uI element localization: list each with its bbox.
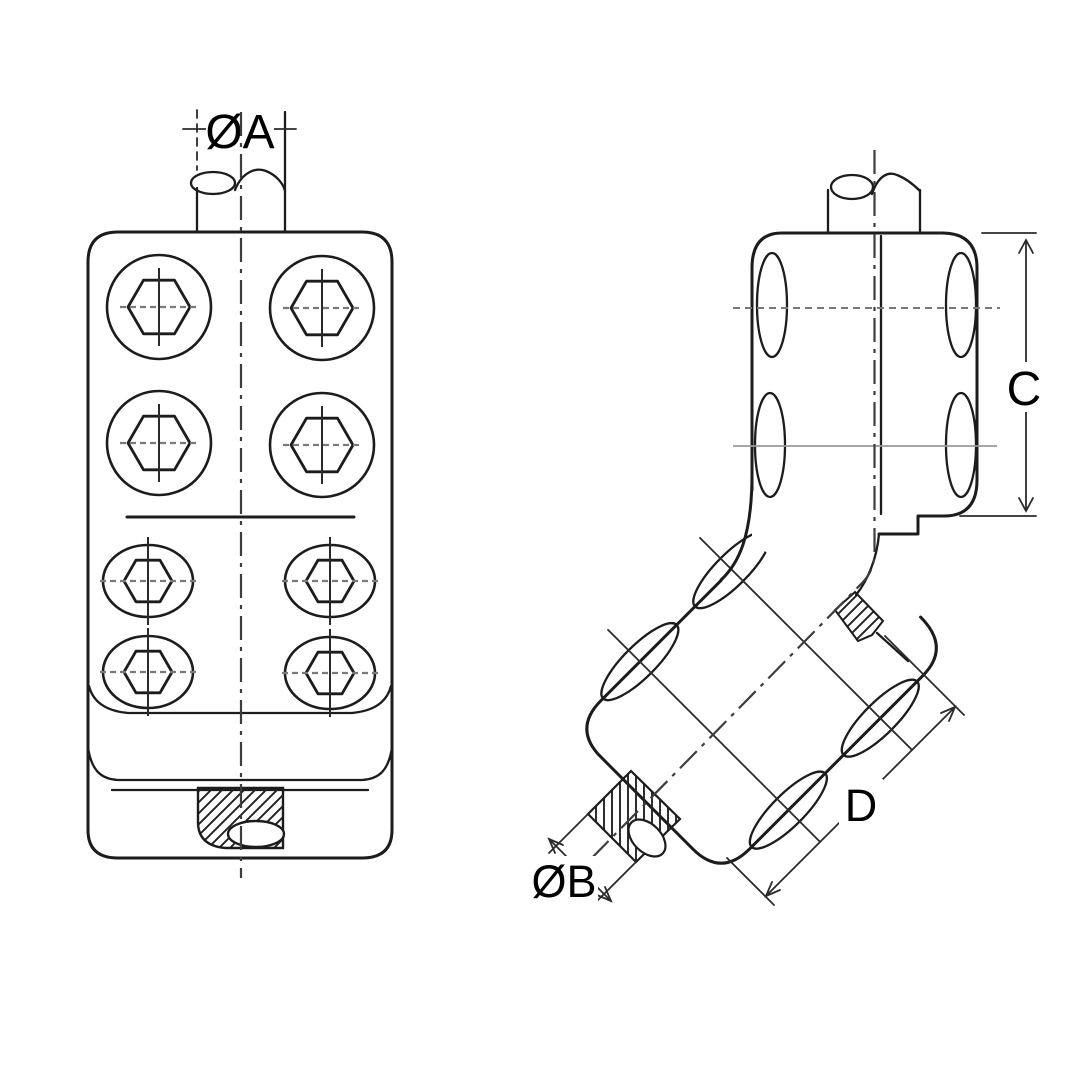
dimension-a: ØA	[182, 106, 297, 171]
side-conductor-end-face	[627, 818, 667, 858]
side-bend-inner-curve	[854, 532, 881, 597]
dimension-d: D	[726, 635, 965, 906]
dimension-label-d: D	[845, 780, 878, 831]
hex-bolt-large	[268, 254, 376, 362]
hex-bolt-large	[105, 253, 213, 361]
side-centerline	[579, 150, 876, 871]
side-view: C D ØB	[528, 150, 1046, 907]
side-slot	[753, 391, 787, 499]
hex-bolt-large	[268, 391, 376, 499]
dimension-label-c: C	[1007, 363, 1042, 416]
front-conductor-stub	[189, 110, 287, 234]
side-angled-section	[585, 530, 938, 865]
side-slot	[944, 391, 978, 499]
front-cap-seam-curve	[86, 746, 394, 782]
hex-bolt-large	[105, 389, 213, 497]
side-conductor-stub	[826, 172, 922, 234]
front-view: ØA	[86, 106, 394, 878]
side-bend-corner-edge	[875, 631, 910, 663]
dimension-b: ØB	[528, 813, 637, 907]
dimension-c: C	[959, 232, 1046, 517]
side-slot	[755, 251, 789, 359]
side-upper-body-fill	[752, 233, 977, 612]
front-conductor-end-face	[226, 819, 286, 849]
side-upper-body-outline	[750, 231, 979, 536]
side-bend-outer-curve	[719, 472, 754, 582]
side-slot	[944, 251, 978, 359]
dimension-label-b: ØB	[531, 856, 596, 907]
